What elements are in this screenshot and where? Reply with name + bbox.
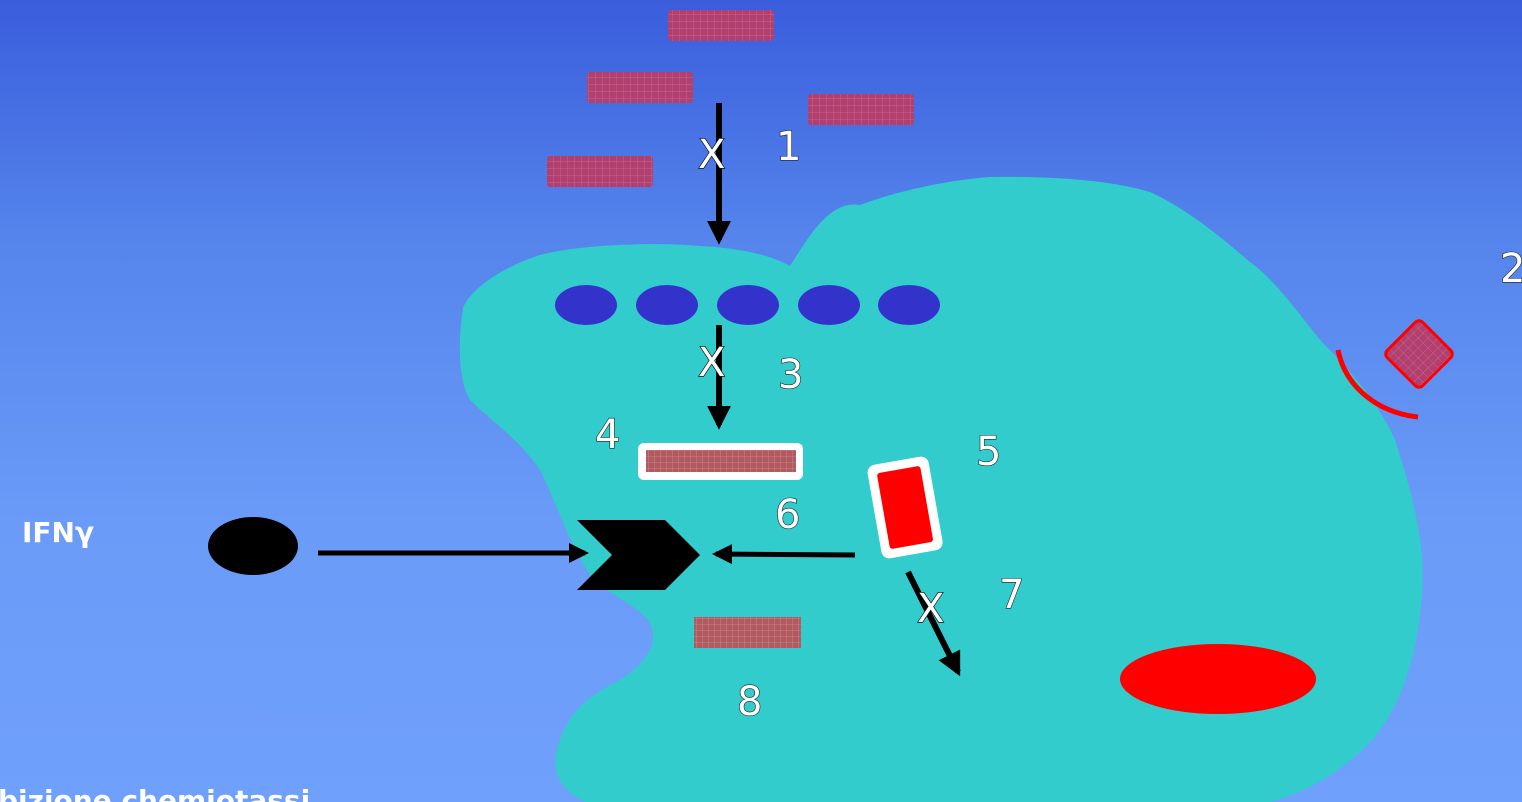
molecule-4 bbox=[646, 450, 796, 472]
block-mark-3: X bbox=[698, 340, 725, 386]
receptor bbox=[636, 285, 698, 325]
extracellular-molecule bbox=[547, 156, 653, 187]
receptor bbox=[878, 285, 940, 325]
molecule-8 bbox=[694, 617, 801, 648]
block-mark-1: X bbox=[698, 132, 725, 178]
receptor bbox=[555, 285, 617, 325]
ifn-gamma-label: IFNγ bbox=[22, 516, 94, 549]
molecule-5 bbox=[877, 466, 933, 549]
receptor bbox=[798, 285, 860, 325]
label-1: 1 bbox=[776, 124, 801, 170]
label-8: 8 bbox=[737, 679, 762, 725]
ifn-gamma-ligand bbox=[208, 517, 298, 575]
arrow-7 bbox=[905, 570, 961, 677]
label-7: 7 bbox=[999, 572, 1024, 618]
membrane-arc-2 bbox=[1335, 349, 1419, 420]
label-3: 3 bbox=[778, 352, 803, 398]
block-mark-7: X bbox=[917, 586, 944, 632]
nucleus bbox=[1120, 644, 1316, 714]
extracellular-molecule bbox=[668, 10, 774, 41]
label-4: 4 bbox=[595, 412, 620, 458]
receptor bbox=[717, 285, 779, 325]
extracellular-molecule bbox=[587, 72, 693, 103]
extracellular-molecule bbox=[808, 94, 914, 125]
arrow-5-to-receptor bbox=[712, 544, 856, 565]
label-6: 6 bbox=[775, 492, 800, 538]
label-5: 5 bbox=[976, 429, 1001, 475]
ifn-receptor bbox=[577, 520, 700, 590]
cell-body bbox=[459, 176, 1423, 802]
molecule-2 bbox=[1384, 319, 1454, 389]
caption-text: bizione chemiotassi bbox=[0, 784, 310, 802]
label-2: 2 bbox=[1500, 246, 1522, 292]
